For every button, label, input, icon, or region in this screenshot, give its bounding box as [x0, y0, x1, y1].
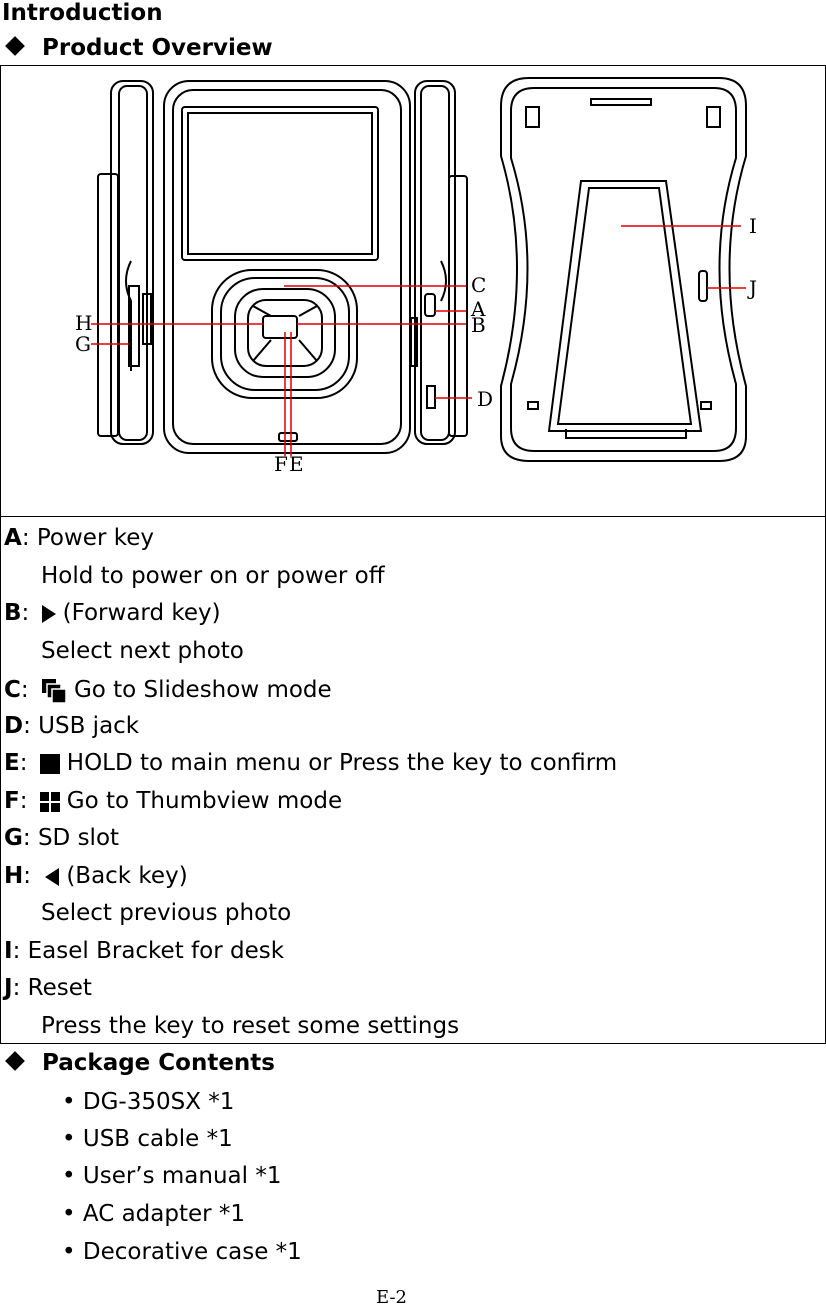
callout-label-f: F: [274, 452, 288, 476]
legend-h-desc: Select previous photo: [41, 900, 292, 926]
key-legend-box: A: Power key Hold to power on or power o…: [0, 516, 826, 1044]
legend-b: B: (Forward key): [4, 600, 221, 626]
section-title: Product Overview: [42, 35, 273, 61]
legend-j: J: Reset: [4, 975, 92, 1001]
callout-label-b: B: [471, 313, 486, 337]
play-left-icon: [45, 867, 60, 886]
callout-label-a: A: [470, 297, 486, 321]
product-diagram-box: C A B D H G F E I J: [0, 65, 826, 517]
page-number: E-2: [376, 1287, 408, 1308]
diamond-bullet-icon: [5, 36, 25, 56]
right-side-view: [410, 80, 468, 445]
list-item: • USB cable *1: [62, 1126, 233, 1152]
callout-label-d: D: [477, 387, 493, 411]
diamond-bullet-icon: [5, 1051, 25, 1071]
legend-j-desc: Press the key to reset some settings: [41, 1013, 460, 1039]
section-title: Package Contents: [42, 1050, 275, 1076]
legend-f: F: Go to Thumbview mode: [4, 788, 343, 814]
callout-lines: [91, 225, 746, 456]
callout-label-g: G: [75, 332, 91, 356]
legend-i: I: Easel Bracket for desk: [4, 938, 285, 964]
callout-label-c: C: [471, 273, 486, 297]
callout-label-e: E: [289, 452, 304, 476]
list-item: • AC adapter *1: [62, 1201, 246, 1227]
list-item: • User’s manual *1: [62, 1163, 282, 1189]
legend-c: C: Go to Slideshow mode: [4, 677, 332, 704]
legend-g: G: SD slot: [4, 825, 120, 851]
section-product-overview: Product Overview: [4, 35, 273, 61]
legend-a: A: Power key: [4, 525, 154, 551]
legend-a-desc: Hold to power on or power off: [41, 563, 385, 589]
callout-label-j: J: [747, 276, 757, 300]
left-side-view: [97, 80, 154, 445]
list-item: • DG-350SX *1: [62, 1089, 235, 1115]
front-view: [163, 80, 411, 454]
product-diagram: C A B D H G F E I J: [75, 77, 757, 476]
grid-icon: [39, 791, 60, 812]
callout-label-i: I: [749, 214, 757, 238]
legend-h: H: (Back key): [4, 863, 188, 889]
legend-d: D: USB jack: [4, 713, 140, 739]
section-package-contents: Package Contents: [4, 1050, 275, 1076]
legend-e: E: HOLD to main menu or Press the key to…: [4, 750, 618, 776]
play-right-icon: [41, 604, 56, 623]
page-heading: Introduction: [2, 0, 163, 26]
square-icon: [39, 753, 60, 774]
list-item: • Decorative case *1: [62, 1239, 302, 1265]
stacked-photos-icon: [41, 678, 67, 704]
back-view: [500, 77, 747, 462]
callout-label-h: H: [75, 311, 92, 335]
legend-b-desc: Select next photo: [41, 638, 244, 664]
